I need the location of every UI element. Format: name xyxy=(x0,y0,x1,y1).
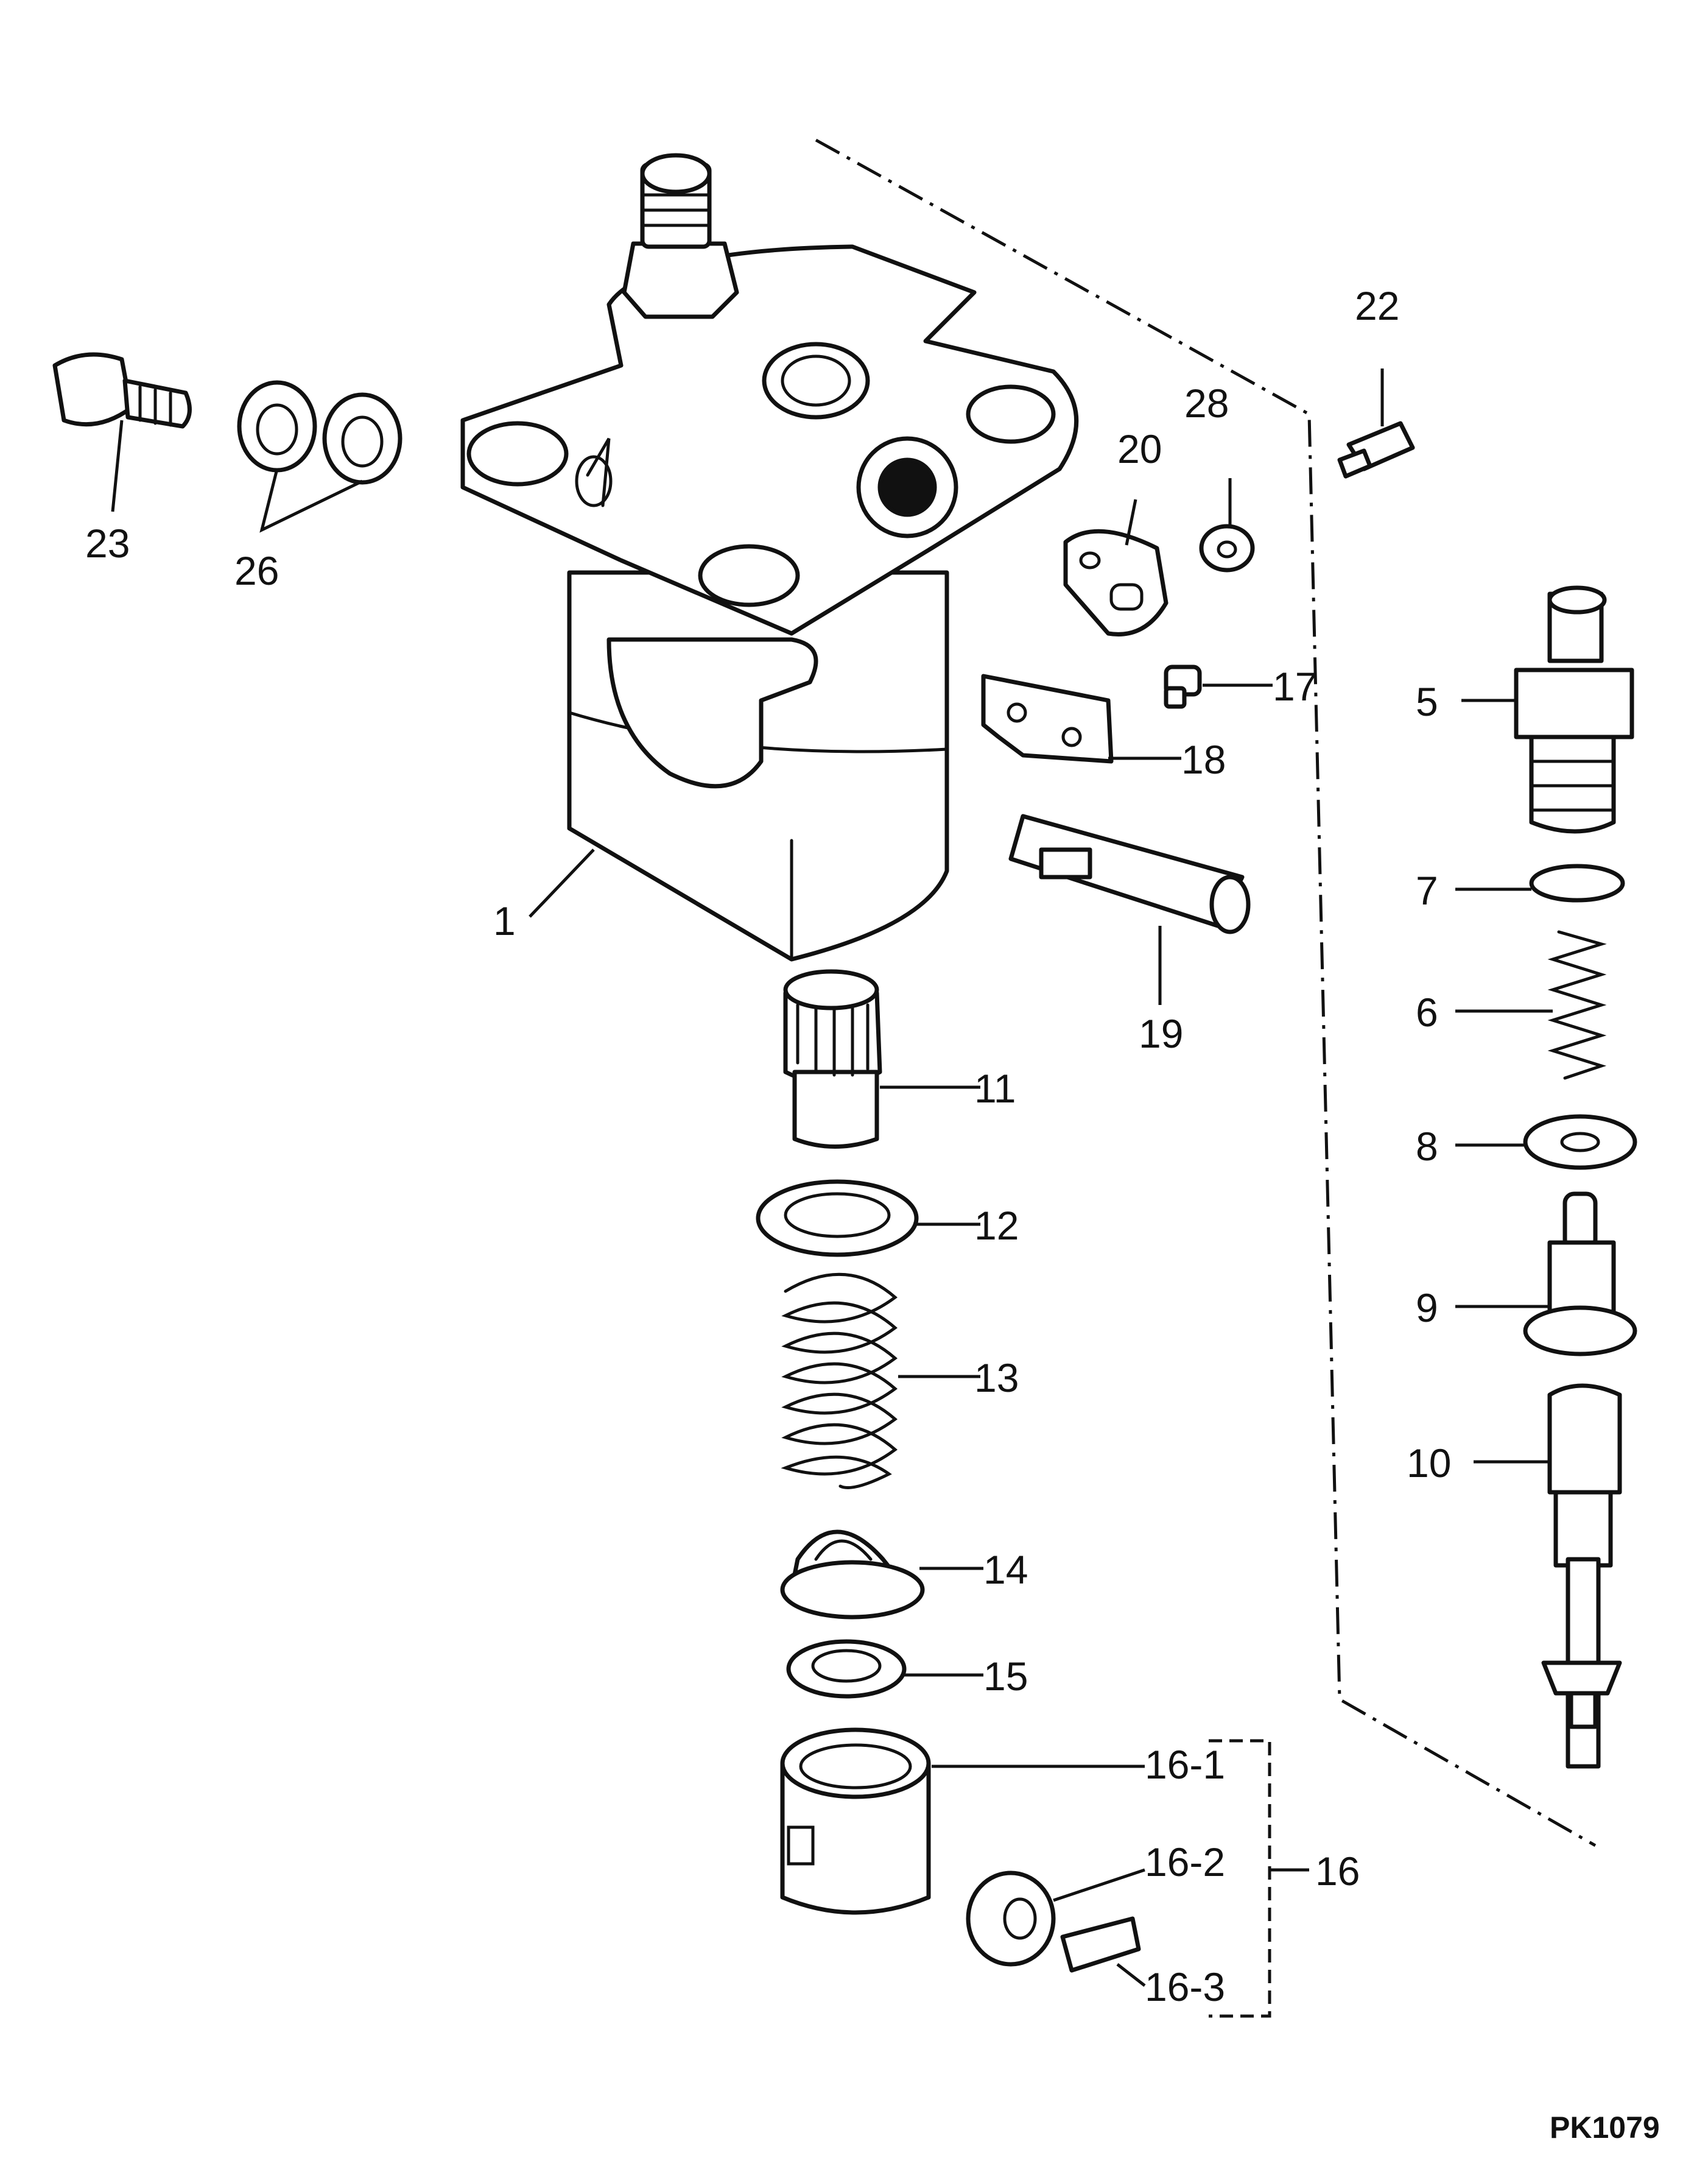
callout-10: 10 xyxy=(1407,1440,1451,1486)
o-ring-part xyxy=(1529,864,1625,903)
callout-18: 18 xyxy=(1181,737,1226,782)
small-washer-part xyxy=(1199,524,1255,573)
callout-12: 12 xyxy=(974,1203,1019,1248)
callout-1: 1 xyxy=(493,898,516,943)
callout-16-2: 16-2 xyxy=(1145,1839,1225,1885)
valve-spring-part xyxy=(1547,930,1607,1080)
upper-spring-seat-part xyxy=(756,1179,919,1257)
plunger-part xyxy=(1541,1383,1622,1769)
delivery-valve-part xyxy=(1523,1191,1637,1356)
callout-9: 9 xyxy=(1416,1285,1438,1330)
assembly-16-bracket xyxy=(1209,1739,1271,2018)
callout-14: 14 xyxy=(983,1547,1028,1592)
callout-16-1: 16-1 xyxy=(1145,1742,1225,1787)
callout-22: 22 xyxy=(1355,283,1399,328)
callout-23: 23 xyxy=(85,521,130,566)
plunger-spring-part xyxy=(781,1272,898,1489)
tappet-part xyxy=(780,1727,931,1915)
washers-part xyxy=(237,380,402,485)
shim-part xyxy=(786,1639,907,1699)
callout-19: 19 xyxy=(1139,1011,1183,1056)
callout-17: 17 xyxy=(1273,664,1317,709)
callout-15: 15 xyxy=(983,1654,1028,1699)
assembly-guide-line xyxy=(815,138,1597,1847)
callout-26: 26 xyxy=(234,548,279,593)
callout-7: 7 xyxy=(1416,868,1438,913)
callout-11: 11 xyxy=(974,1066,1016,1111)
callout-28: 28 xyxy=(1184,381,1229,426)
pump-housing-part xyxy=(460,153,1079,962)
callout-8: 8 xyxy=(1416,1124,1438,1169)
rod-part xyxy=(1008,814,1251,934)
callout-16: 16 xyxy=(1315,1849,1360,1894)
banjo-bolt-part xyxy=(52,352,192,429)
callout-6: 6 xyxy=(1416,990,1438,1035)
control-sleeve-gear-part xyxy=(783,969,882,1149)
plate-part xyxy=(1063,529,1169,636)
small-screw-part xyxy=(1164,665,1202,709)
bracket-part xyxy=(981,674,1114,764)
leader-lines xyxy=(111,368,1553,1987)
screw-part xyxy=(1337,421,1415,479)
lower-spring-seat-part xyxy=(780,1529,925,1620)
pin-part xyxy=(1060,1916,1141,1973)
valve-washer-part xyxy=(1523,1114,1637,1170)
roller-part xyxy=(966,1871,1056,1967)
delivery-valve-holder-part xyxy=(1514,585,1634,834)
callout-16-3: 16-3 xyxy=(1145,1964,1225,2009)
figure-code: PK1079 xyxy=(1550,2110,1660,2145)
callout-13: 13 xyxy=(974,1355,1019,1400)
callout-20: 20 xyxy=(1117,426,1162,471)
callout-5: 5 xyxy=(1416,679,1438,724)
